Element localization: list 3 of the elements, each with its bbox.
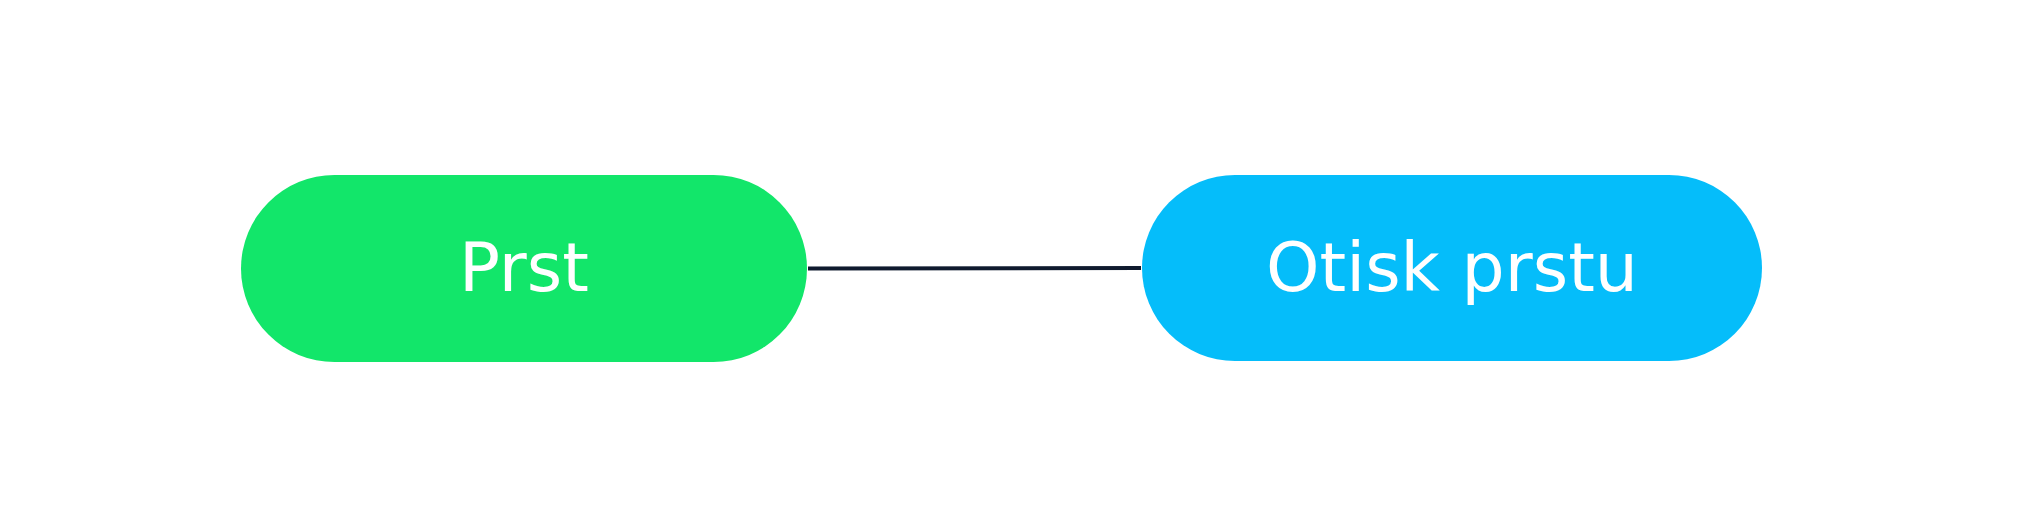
connector-line: [808, 266, 1141, 271]
node-label: Otisk prstu: [1266, 230, 1638, 306]
node-label: Prst: [459, 231, 589, 306]
